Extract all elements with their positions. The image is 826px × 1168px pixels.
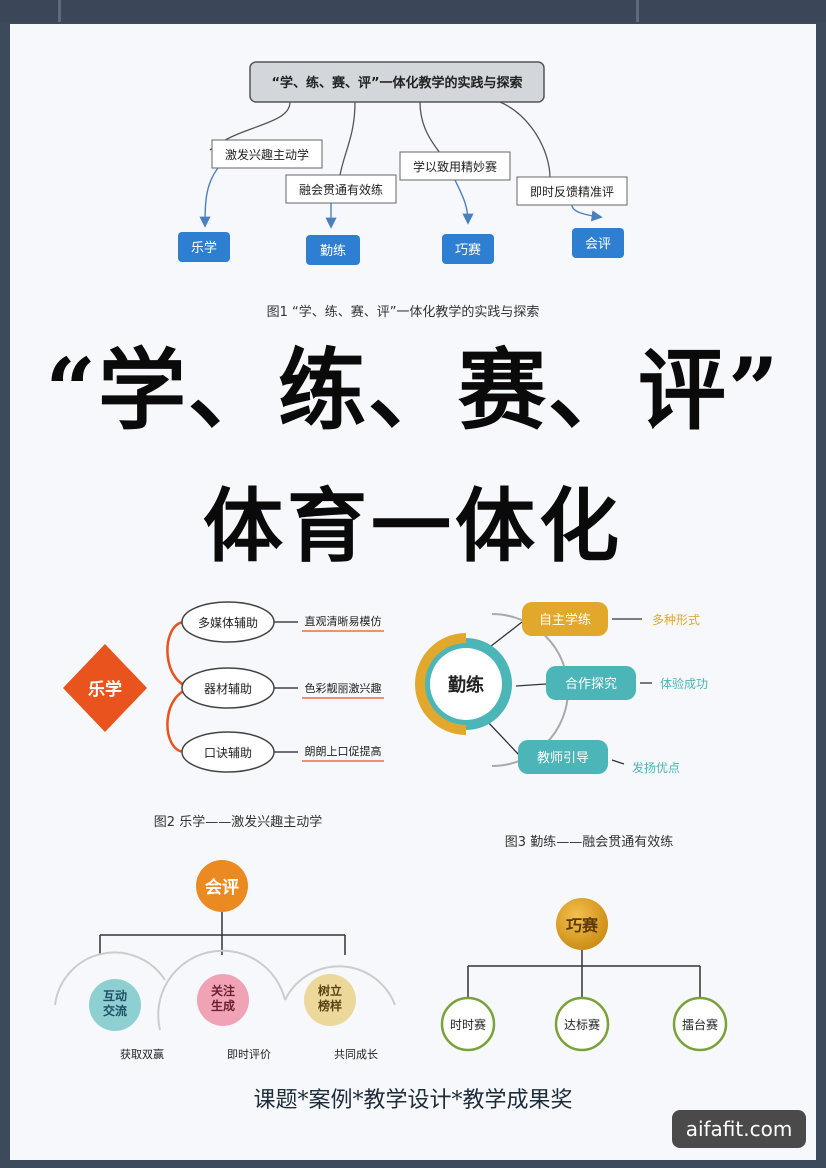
spoke <box>485 719 521 757</box>
arrow <box>454 179 474 225</box>
watermark-badge: aifafit.com <box>672 1110 806 1148</box>
connector <box>499 101 551 179</box>
deco-arc <box>157 949 286 1031</box>
connector <box>419 101 441 154</box>
fig2-center-diamond <box>63 644 147 732</box>
fig1-title: “学、练、赛、评”一体化教学的实践与探索 <box>271 75 522 91</box>
fig2-item-label: 器材辅助 <box>204 682 252 696</box>
fig1-node-lexue <box>178 232 230 262</box>
fig3-item <box>546 666 636 700</box>
fig1-label: 即时反馈精准评 <box>530 185 614 199</box>
fig3-caption: 图3 勤练——融会贯通有效练 <box>505 835 673 850</box>
fig1-node-qinlian <box>306 235 360 265</box>
arrow <box>199 167 219 228</box>
fig3-radial: 勤练 自主学练 合作探究 教师引导 多种形式 体验成功 发扬优点 图3 勤练——… <box>415 602 708 850</box>
fig3-item <box>518 740 608 774</box>
fig1-label: 融会贯通有效练 <box>299 182 383 197</box>
fig3-center-label: 勤练 <box>448 674 484 696</box>
fig2-item-label: 口诀辅助 <box>204 746 252 760</box>
fig2-mindmap: 乐学 多媒体辅助 器材辅助 口诀辅助 直观清晰易模仿 色彩靓丽激兴趣 朗朗上口促… <box>63 601 384 830</box>
fig1-node-label: 会评 <box>585 237 611 252</box>
fig1-node-huiping <box>572 228 624 258</box>
headline-line2: 体育一体化 <box>203 479 623 573</box>
fig4-center <box>196 860 248 912</box>
fig1-flowchart: “学、练、赛、评”一体化教学的实践与探索 激发兴趣主动学 融会贯通有效练 学以致… <box>178 61 628 320</box>
fig3-item <box>522 602 608 636</box>
fig4-item <box>197 974 249 1026</box>
fig4-note: 即时评价 <box>227 1048 271 1061</box>
fig4-item <box>89 979 141 1031</box>
footer-tags: 课题*案例*教学设计*教学成果奖 <box>253 1088 573 1113</box>
connector <box>611 759 625 765</box>
fig1-node-label: 巧赛 <box>455 242 481 258</box>
fig1-label-box <box>516 176 628 206</box>
fig3-ring-gold <box>415 633 467 735</box>
fig4-note: 共同成长 <box>334 1048 378 1061</box>
fig5-item-label: 时时赛 <box>450 1017 486 1032</box>
fig5-item-label: 擂台赛 <box>682 1017 718 1032</box>
fig3-item-label: 教师引导 <box>537 750 589 766</box>
document-page <box>10 24 816 1160</box>
fig3-center <box>430 648 502 720</box>
fig4-item-label: 互动交流 <box>103 989 127 1018</box>
fig1-title-box <box>249 61 545 103</box>
connector <box>339 101 356 176</box>
deco-arc <box>54 951 166 1006</box>
deco-arc <box>284 965 396 1006</box>
fig4-item-label: 关注生成 <box>211 983 235 1013</box>
fig5-item-label: 达标赛 <box>564 1017 600 1032</box>
spoke <box>485 621 523 651</box>
fig5-item <box>440 996 496 1052</box>
fig3-note: 体验成功 <box>660 676 708 691</box>
fig4-center-label: 会评 <box>205 877 239 898</box>
fig1-label: 激发兴趣主动学 <box>225 147 309 162</box>
fig1-label-box <box>399 151 511 181</box>
fig1-caption: 图1 “学、练、赛、评”一体化教学的实践与探索 <box>267 304 540 320</box>
fig2-note: 朗朗上口促提高 <box>305 744 382 758</box>
fig4-tree: 会评 互动交流 关注生成 树立榜样 获取双赢 即时评价 共同成长 <box>54 860 396 1061</box>
top-window-bar <box>0 0 826 22</box>
fig1-label-box <box>211 139 323 169</box>
fig5-center-label: 巧赛 <box>566 916 599 935</box>
fig2-item-label: 多媒体辅助 <box>198 616 258 630</box>
fig3-note: 多种形式 <box>652 613 700 627</box>
fig1-node-label: 勤练 <box>320 244 346 259</box>
fig2-note: 直观清晰易模仿 <box>305 614 382 628</box>
fig2-center-label: 乐学 <box>88 679 122 700</box>
fig1-node-qiaosai <box>442 234 494 264</box>
fig1-label-box <box>285 174 397 204</box>
fig3-note: 发扬优点 <box>632 760 680 775</box>
fig5-tree: 巧赛 时时赛 达标赛 擂台赛 <box>440 898 728 1052</box>
fig1-label: 学以致用精妙赛 <box>413 159 497 174</box>
fig3-item-label: 合作探究 <box>565 677 617 692</box>
fig3-item-label: 自主学练 <box>539 612 591 628</box>
fig2-caption: 图2 乐学——激发兴趣主动学 <box>154 814 322 830</box>
fig5-item <box>554 996 610 1052</box>
fig2-note: 色彩靓丽激兴趣 <box>305 681 382 695</box>
fig1-node-label: 乐学 <box>191 240 217 256</box>
fig4-item-label: 树立榜样 <box>318 983 342 1013</box>
arrow <box>571 204 603 222</box>
fig4-note: 获取双赢 <box>120 1047 164 1061</box>
spoke <box>515 683 547 687</box>
fig5-item <box>672 996 728 1052</box>
divider <box>58 0 61 22</box>
divider <box>636 0 639 22</box>
fig4-item <box>304 974 356 1026</box>
headline-line1: “学、练、赛、评” <box>45 338 781 442</box>
fig5-center <box>556 898 608 950</box>
